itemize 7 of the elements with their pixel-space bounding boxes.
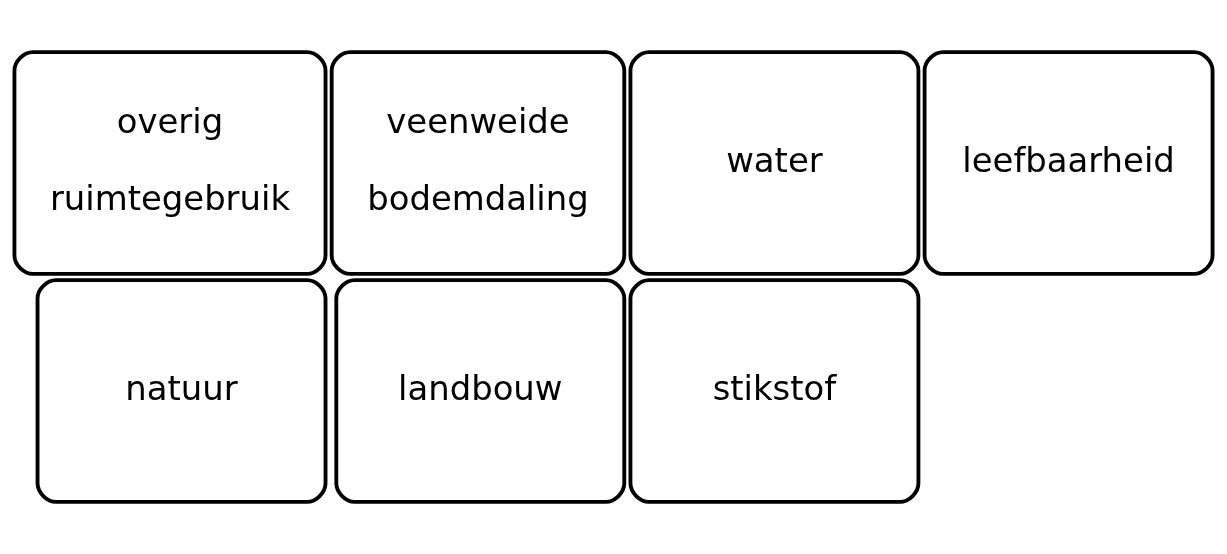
node-box: natuur — [35, 278, 328, 504]
node-box: landbouw — [334, 278, 627, 504]
node-box: water — [628, 50, 921, 276]
node-box: leefbaarheid — [922, 50, 1215, 276]
node-box: stikstof — [628, 278, 921, 504]
node-box: veenweide bodemdaling — [329, 50, 627, 276]
node-box: overig ruimtegebruik — [12, 50, 328, 276]
